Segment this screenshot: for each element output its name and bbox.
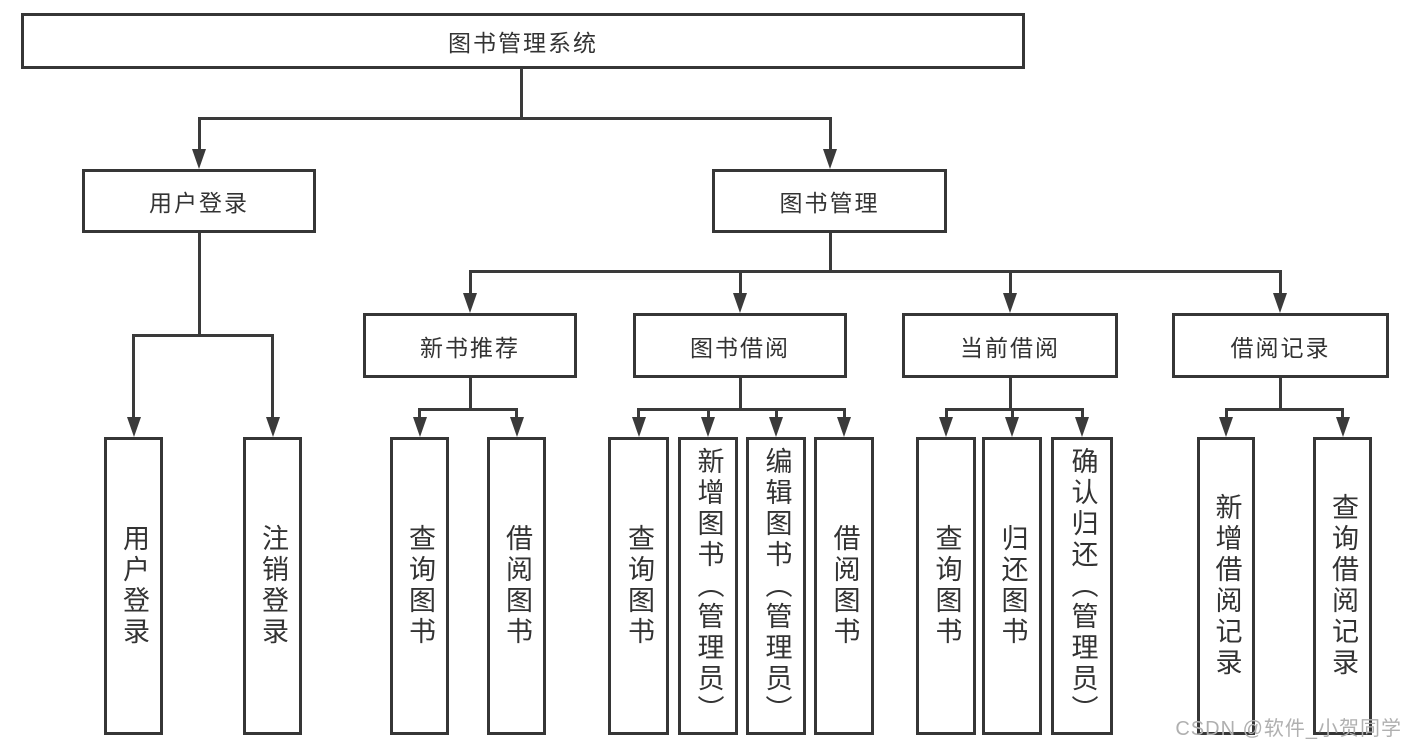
node-book-management: 图书管理 — [712, 169, 947, 233]
leaf-current-confirm-return-admin: 确认归还（管理员） — [1051, 437, 1113, 735]
leaf-label: 查询借阅记录 — [1328, 493, 1358, 679]
node-label: 图书管理 — [779, 190, 880, 216]
node-label: 图书管理系统 — [448, 30, 598, 56]
leaf-current-return-book: 归还图书 — [982, 437, 1042, 735]
connector-root-stem — [520, 68, 523, 118]
arrow-to-leaf-user-login-icon — [126, 334, 141, 437]
connector-book-management-stem — [828, 233, 832, 272]
leaf-records-add-record: 新增借阅记录 — [1197, 437, 1255, 735]
arrow-to-borrow-query-icon — [631, 408, 646, 437]
node-label: 新书推荐 — [420, 334, 520, 361]
arrow-to-newrec-query-icon — [412, 408, 427, 437]
connector-borrow-records-hline — [1225, 408, 1343, 411]
node-library-system: 图书管理系统 — [21, 13, 1025, 69]
node-label: 用户登录 — [149, 190, 249, 216]
watermark: CSDN @软件_小贺同学 — [1175, 718, 1402, 740]
leaf-borrow-borrow-book: 借阅图书 — [814, 437, 874, 735]
arrow-to-user-login-icon — [192, 117, 206, 169]
arrow-to-records-query-icon — [1335, 408, 1350, 437]
arrow-to-borrow-edit-icon — [769, 408, 783, 437]
arrow-to-records-add-icon — [1219, 408, 1233, 437]
connector-book-borrow-hline — [637, 408, 846, 411]
connector-level2-hline — [468, 270, 1282, 273]
connector-new-book-recommend-stem — [468, 378, 472, 410]
leaf-label: 归还图书 — [997, 524, 1028, 648]
arrow-to-newrec-borrow-icon — [509, 408, 524, 437]
arrow-to-current-return-icon — [1005, 408, 1019, 437]
leaf-label: 查询图书 — [931, 524, 962, 648]
arrow-to-leaf-logout-icon — [265, 334, 280, 437]
leaf-borrow-add-book-admin: 新增图书（管理员） — [678, 437, 738, 735]
connector-user-login-stem — [197, 233, 201, 336]
node-label: 借阅记录 — [1230, 334, 1331, 361]
arrow-to-borrow-add-icon — [701, 408, 715, 437]
leaf-label: 借阅图书 — [829, 524, 860, 648]
connector-new-book-recommend-hline — [418, 408, 518, 411]
node-book-borrow: 图书借阅 — [633, 313, 847, 378]
connector-current-borrow-hline — [944, 408, 1084, 411]
arrow-to-current-confirm-icon — [1075, 408, 1089, 437]
leaf-newrec-query-book: 查询图书 — [390, 437, 449, 735]
leaf-label: 注销登录 — [258, 524, 288, 648]
connector-book-borrow-stem — [738, 378, 742, 410]
leaf-records-query-record: 查询借阅记录 — [1313, 437, 1372, 735]
leaf-label: 借阅图书 — [502, 524, 532, 648]
node-user-login: 用户登录 — [82, 169, 316, 233]
leaf-label: 编辑图书（管理员） — [761, 446, 792, 726]
arrow-to-book-borrow-icon — [733, 270, 747, 313]
leaf-logout-login: 注销登录 — [243, 437, 302, 735]
leaf-borrow-edit-book-admin: 编辑图书（管理员） — [746, 437, 806, 735]
arrow-to-current-borrow-icon — [1003, 270, 1017, 313]
arrow-to-new-book-recommend-icon — [463, 270, 477, 313]
node-new-book-recommend: 新书推荐 — [363, 313, 577, 378]
arrow-to-current-query-icon — [939, 408, 953, 437]
node-current-borrow: 当前借阅 — [902, 313, 1118, 378]
leaf-label: 新增图书（管理员） — [693, 446, 724, 726]
leaf-label: 用户登录 — [119, 524, 149, 648]
node-label: 当前借阅 — [960, 334, 1060, 361]
arrow-to-book-management-icon — [823, 117, 837, 169]
arrow-to-borrow-borrow-icon — [837, 408, 851, 437]
leaf-label: 新增借阅记录 — [1211, 493, 1242, 679]
connector-borrow-records-stem — [1278, 378, 1282, 410]
leaf-label: 查询图书 — [405, 524, 435, 648]
connector-user-login-hline — [132, 334, 274, 337]
node-borrow-records: 借阅记录 — [1172, 313, 1389, 378]
leaf-current-query-book: 查询图书 — [916, 437, 976, 735]
leaf-label: 查询图书 — [624, 524, 654, 648]
leaf-label: 确认归还（管理员） — [1067, 446, 1098, 726]
arrow-to-borrow-records-icon — [1273, 270, 1287, 313]
connector-current-borrow-stem — [1008, 378, 1012, 410]
leaf-borrow-query-book: 查询图书 — [608, 437, 669, 735]
leaf-user-login: 用户登录 — [104, 437, 163, 735]
node-label: 图书借阅 — [690, 334, 790, 361]
connector-level1-hline — [197, 117, 832, 120]
leaf-newrec-borrow-book: 借阅图书 — [487, 437, 546, 735]
